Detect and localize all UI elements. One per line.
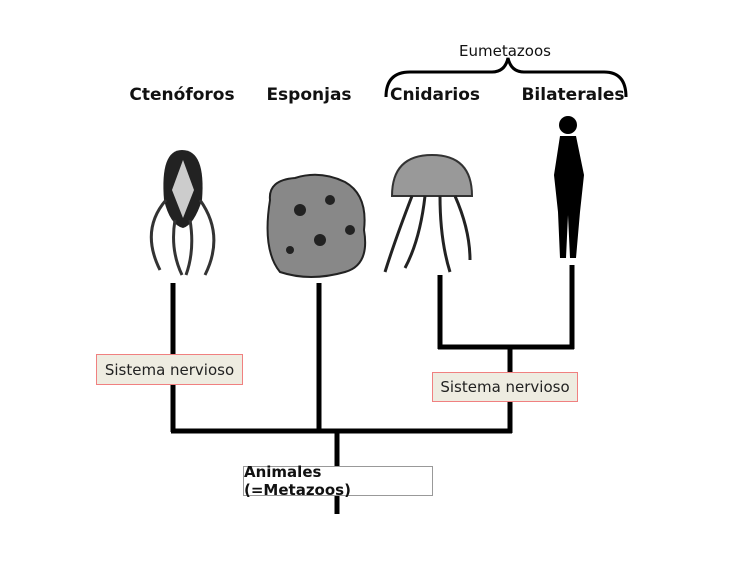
trait-nervous-system-left: Sistema nervioso — [96, 354, 243, 385]
ctenophore-illustration — [149, 150, 216, 276]
taxon-porifera: Esponjas — [266, 85, 352, 105]
eumetazoa-brace — [384, 57, 628, 98]
taxon-cnidaria: Cnidarios — [389, 85, 481, 105]
trait-nervous-system-right: Sistema nervioso — [432, 372, 578, 402]
cladogram-branches — [170, 265, 575, 514]
taxon-bilateria: Bilaterales — [521, 85, 625, 105]
taxon-ctenophora: Ctenóforos — [129, 85, 235, 105]
jellyfish-illustration — [383, 153, 474, 273]
root-label: Animales (=Metazoos) — [243, 463, 433, 499]
eumetazoa-label: Eumetazoos — [459, 42, 551, 60]
sponge-illustration — [266, 173, 367, 278]
human-silhouette — [554, 116, 584, 258]
